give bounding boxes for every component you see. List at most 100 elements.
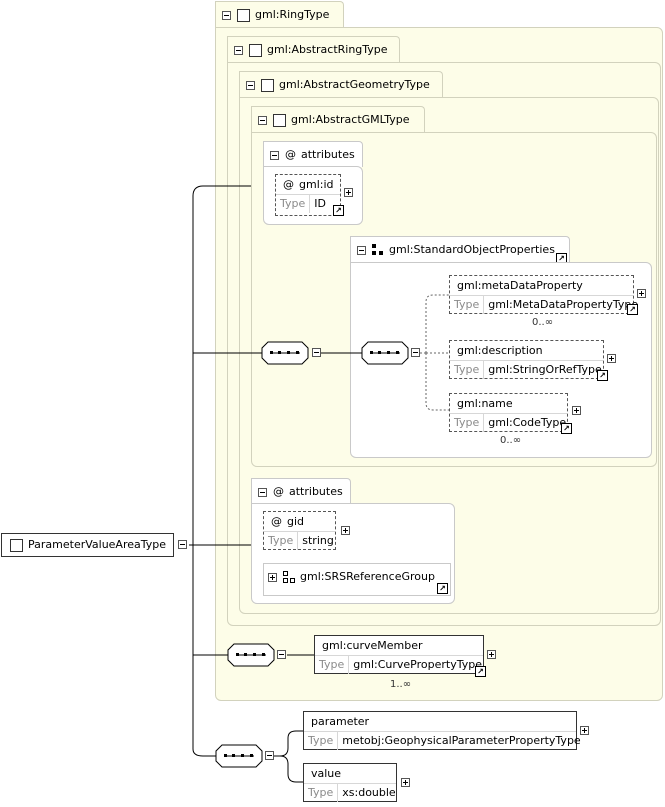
meta-data-property-name: gml:metaDataProperty xyxy=(457,279,583,292)
optional-connector-lines xyxy=(420,294,449,411)
description-link-icon[interactable]: ↗ xyxy=(597,370,608,381)
curve-member-type: gml:CurvePropertyType xyxy=(353,658,482,671)
complex-type-icon xyxy=(273,113,286,127)
meta-data-property-connector xyxy=(420,294,449,354)
meta-data-property-link-icon[interactable]: ↗ xyxy=(627,304,638,315)
abstract-ring-type-label: gml:AbstractRingType xyxy=(267,43,388,56)
expand-icon[interactable] xyxy=(572,406,581,415)
name-cardinality: 0..∞ xyxy=(500,435,522,446)
sequence-b-collapse-icon[interactable] xyxy=(411,348,420,357)
meta-data-property-cardinality: 0..∞ xyxy=(532,317,554,328)
srs-reference-group-link-icon[interactable]: ↗ xyxy=(437,583,448,594)
collapse-icon[interactable] xyxy=(258,487,267,497)
srs-reference-group[interactable]: gml:SRSReferenceGroup xyxy=(263,563,451,596)
gml-id-name: gml:id xyxy=(299,178,334,191)
ring-type-label: gml:RingType xyxy=(255,8,330,21)
sequence-c-collapse-icon[interactable] xyxy=(277,650,286,659)
value-connector xyxy=(279,755,303,783)
sequence-compositor-b[interactable] xyxy=(361,341,409,365)
name-link-icon[interactable]: ↗ xyxy=(561,423,572,434)
root-type-box[interactable]: ParameterValueAreaType xyxy=(1,533,174,557)
abstract-gml-type-label: gml:AbstractGMLType xyxy=(291,113,410,126)
type-label: Type xyxy=(315,656,350,674)
expand-icon[interactable] xyxy=(487,650,496,659)
parameter-type: metobj:GeophysicalParameterPropertyType xyxy=(342,734,581,747)
type-label: Type xyxy=(304,784,339,802)
sequence-compositor-c[interactable] xyxy=(227,643,275,667)
name-type: gml:CodeType xyxy=(488,416,567,429)
expand-icon[interactable] xyxy=(637,289,646,298)
complex-type-icon xyxy=(261,78,274,92)
expand-icon[interactable] xyxy=(401,778,410,787)
expand-icon[interactable] xyxy=(607,354,616,363)
complex-type-icon xyxy=(10,538,23,552)
attributes-label: attributes xyxy=(289,485,343,498)
attribute-at-icon: @ xyxy=(285,148,296,161)
gid-type: string xyxy=(302,534,334,547)
sequence-compositor-a[interactable] xyxy=(261,341,309,365)
parameter-name: parameter xyxy=(311,715,370,728)
collapse-icon[interactable] xyxy=(234,45,243,55)
collapse-icon[interactable] xyxy=(258,115,267,125)
expand-icon[interactable] xyxy=(580,726,589,735)
abstract-geometry-type-tab[interactable]: gml:AbstractGeometryType xyxy=(239,71,443,98)
attributes-tab-bottom[interactable]: @ attributes xyxy=(251,478,351,504)
abstract-gml-type-tab[interactable]: gml:AbstractGMLType xyxy=(251,106,425,133)
collapse-icon[interactable] xyxy=(270,150,279,160)
name-connector xyxy=(425,353,449,411)
attribute-at-icon: @ xyxy=(283,178,294,191)
description-name: gml:description xyxy=(457,344,543,357)
type-label: Type xyxy=(450,361,485,379)
value-type: xs:double xyxy=(342,786,396,799)
gid-name: gid xyxy=(287,515,305,528)
expand-icon[interactable] xyxy=(341,526,350,535)
attribute-at-icon: @ xyxy=(271,515,282,528)
gml-id-link-icon[interactable]: ↗ xyxy=(333,205,344,216)
connector-lines xyxy=(189,185,362,783)
abstract-ring-type-tab[interactable]: gml:AbstractRingType xyxy=(227,36,400,63)
curve-member-name: gml:curveMember xyxy=(322,639,423,652)
curve-member-link-icon[interactable]: ↗ xyxy=(475,666,486,677)
root-type-label: ParameterValueAreaType xyxy=(28,538,167,551)
ring-type-tab[interactable]: gml:RingType xyxy=(215,1,344,28)
type-label: Type xyxy=(264,532,299,550)
srs-reference-group-label: gml:SRSReferenceGroup xyxy=(300,570,435,583)
gml-id-type: ID xyxy=(314,197,326,210)
standard-object-properties-tab[interactable]: gml:StandardObjectProperties xyxy=(350,236,570,262)
collapse-icon[interactable] xyxy=(246,80,255,90)
sequence-a-collapse-icon[interactable] xyxy=(312,348,321,357)
collapse-icon[interactable] xyxy=(357,245,366,255)
expand-icon[interactable] xyxy=(344,188,353,197)
attributes-label: attributes xyxy=(301,148,355,161)
standard-object-properties-label: gml:StandardObjectProperties xyxy=(389,243,555,256)
collapse-icon[interactable] xyxy=(222,10,231,20)
name-name: gml:name xyxy=(457,397,513,410)
attribute-at-icon: @ xyxy=(273,485,284,498)
attribute-group-icon xyxy=(283,571,295,583)
collapse-icon[interactable] xyxy=(178,540,187,549)
type-label: Type xyxy=(450,414,485,432)
abstract-geometry-type-label: gml:AbstractGeometryType xyxy=(279,78,430,91)
sequence-compositor-d[interactable] xyxy=(215,744,263,768)
value-name: value xyxy=(311,767,342,780)
complex-type-icon xyxy=(249,43,262,57)
type-label: Type xyxy=(276,195,311,213)
attributes-tab-top[interactable]: @ attributes xyxy=(263,141,363,167)
parameter-connector xyxy=(270,730,303,757)
trunk-line xyxy=(192,185,251,757)
type-label: Type xyxy=(450,296,485,314)
expand-icon[interactable] xyxy=(268,572,277,582)
sequence-d-collapse-icon[interactable] xyxy=(265,751,274,760)
type-label: Type xyxy=(304,732,339,750)
complex-type-icon xyxy=(237,8,250,22)
description-type: gml:StringOrRefType xyxy=(488,363,602,376)
